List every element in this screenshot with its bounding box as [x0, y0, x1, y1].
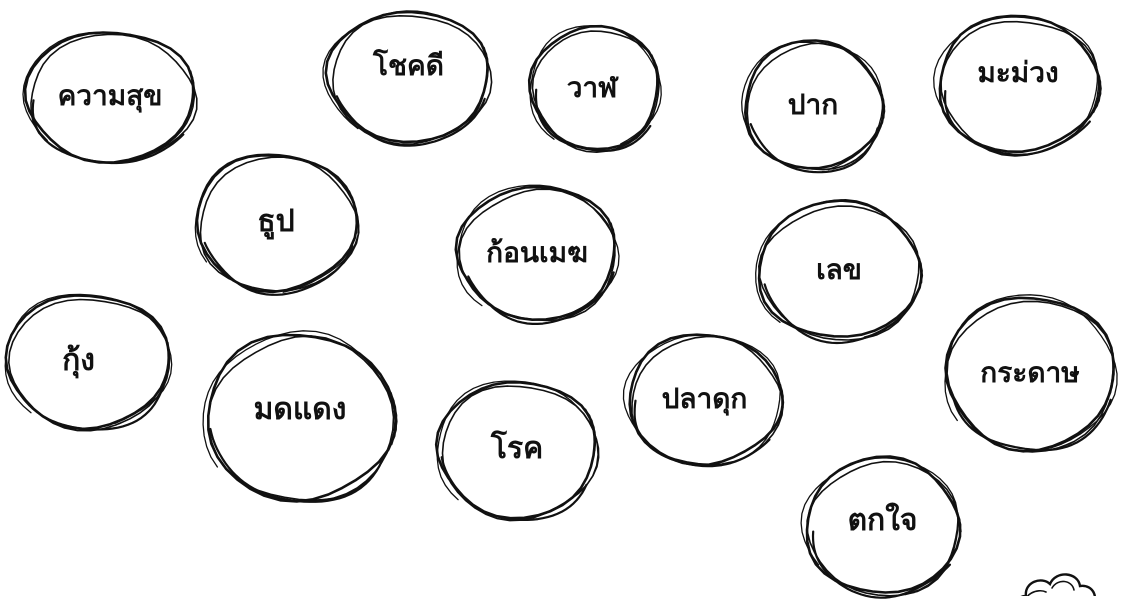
word-label: ธูป — [190, 148, 362, 296]
word-label: มะม่วง — [932, 10, 1104, 158]
word-bubble-shrimp[interactable]: กุ้ง — [0, 288, 175, 433]
word-bubble-cloud[interactable]: ก้อนเมฆ — [452, 180, 622, 325]
word-label: โรค — [432, 375, 602, 523]
word-bubble-incense[interactable]: ธูป — [190, 148, 362, 296]
word-label: โชคดี — [322, 5, 495, 147]
word-bubble-red-ant[interactable]: มดแดง — [200, 328, 400, 506]
word-label: ตกใจ — [800, 452, 965, 600]
word-bubble-mango[interactable]: มะม่วง — [932, 10, 1104, 158]
word-label: ก้อนเมฆ — [452, 180, 622, 325]
word-bubble-number[interactable]: เลข — [752, 196, 926, 344]
word-label: กุ้ง — [0, 288, 175, 433]
word-bubble-startled[interactable]: ตกใจ — [800, 452, 965, 600]
word-label: มดแดง — [200, 328, 400, 506]
cloud-icon — [1012, 566, 1102, 596]
word-bubble-catfish[interactable]: ปลาดุก — [622, 328, 787, 470]
word-label: ปาก — [738, 35, 888, 175]
word-label: กระดาษ — [940, 290, 1120, 455]
word-bubble-disease[interactable]: โรค — [432, 375, 602, 523]
word-bubble-lucky[interactable]: โชคดี — [322, 5, 495, 147]
word-bubble-happiness[interactable]: ความสุข — [20, 25, 200, 167]
word-bubble-whale[interactable]: วาฬ — [525, 20, 665, 155]
word-bubble-mouth[interactable]: ปาก — [738, 35, 888, 175]
word-label: ความสุข — [20, 25, 200, 167]
word-bubble-paper[interactable]: กระดาษ — [940, 290, 1120, 455]
word-label: ปลาดุก — [622, 328, 787, 470]
word-label: เลข — [752, 196, 926, 344]
word-label: วาฬ — [525, 20, 665, 155]
